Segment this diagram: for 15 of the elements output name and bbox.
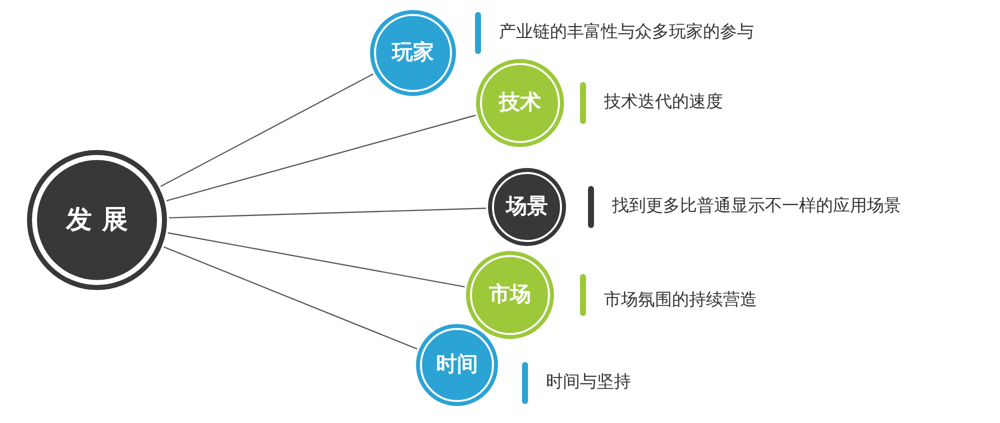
topic-label: 技术 (499, 89, 541, 116)
topic-label: 时间 (436, 351, 478, 378)
connector-line (166, 114, 476, 202)
description-text: 找到更多比普通显示不一样的应用场景 (612, 198, 901, 215)
topic-label: 市场 (489, 281, 531, 308)
description-text: 产业链的丰富性与众多玩家的参与 (499, 24, 754, 41)
topic-label: 玩家 (392, 39, 434, 66)
connector-line (168, 208, 486, 218)
description-text: 市场氛围的持续营造 (604, 292, 757, 309)
connector-line (168, 232, 465, 288)
topic-label: 场景 (506, 193, 548, 220)
connector-line (160, 74, 374, 187)
description-text: 时间与坚持 (546, 374, 631, 391)
description-text: 技术迭代的速度 (604, 94, 723, 111)
hub-label: 发展 (64, 204, 138, 236)
